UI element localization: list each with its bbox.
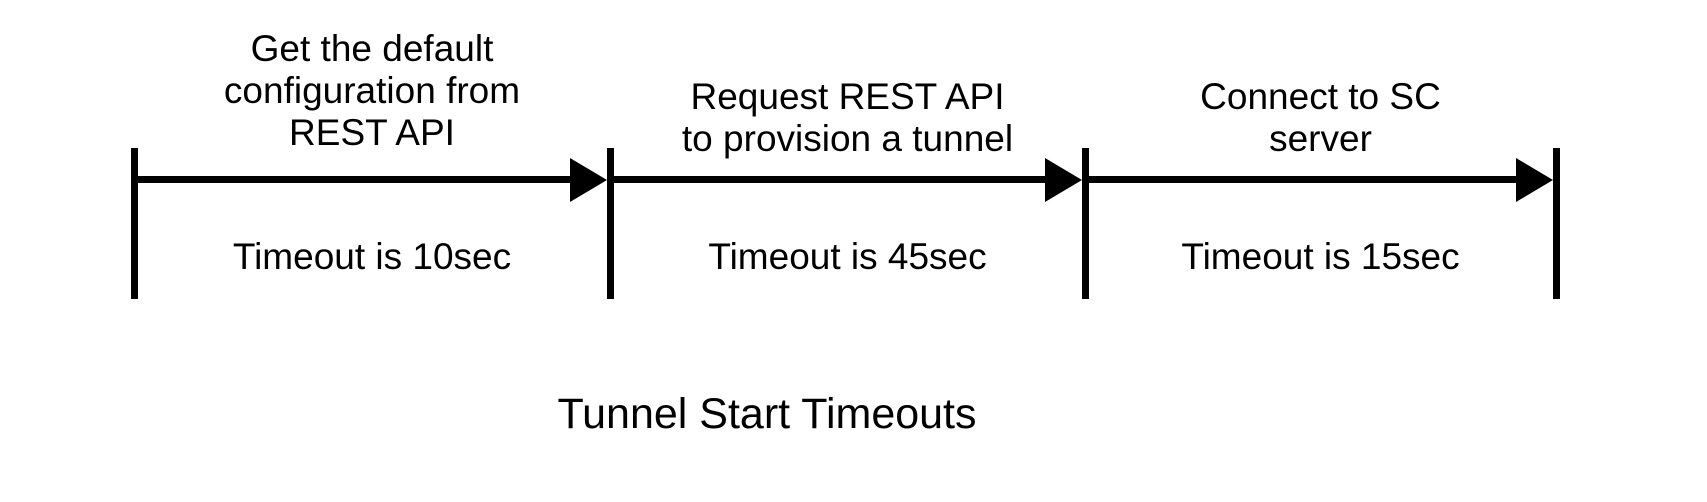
timeout-label-phase-1: Timeout is 10sec	[232, 236, 512, 277]
arrowhead-icon-phase-1	[569, 157, 607, 202]
arrowhead-icon-phase-3	[1515, 157, 1553, 202]
timeline-tick-end	[1552, 148, 1560, 299]
timeout-label-phase-3: Timeout is 15sec	[1181, 236, 1460, 277]
phase-label-get-default-configuration: Get the default configuration from REST …	[223, 28, 521, 153]
arrow-shaft-phase-3	[1088, 176, 1516, 183]
timeline-tick-2	[606, 148, 614, 299]
timeline-tick-start	[130, 148, 138, 299]
timeout-label-phase-2: Timeout is 45sec	[708, 236, 987, 277]
phase-label-request-provision-tunnel: Request REST API to provision a tunnel	[681, 76, 1014, 159]
phase-label-connect-sc-server: Connect to SC server	[1200, 76, 1441, 159]
arrow-shaft-phase-1	[137, 176, 570, 183]
diagram-title: Tunnel Start Timeouts	[557, 390, 977, 438]
arrowhead-icon-phase-2	[1044, 157, 1082, 202]
timeline-tick-3	[1081, 148, 1089, 299]
arrow-shaft-phase-2	[613, 176, 1045, 183]
